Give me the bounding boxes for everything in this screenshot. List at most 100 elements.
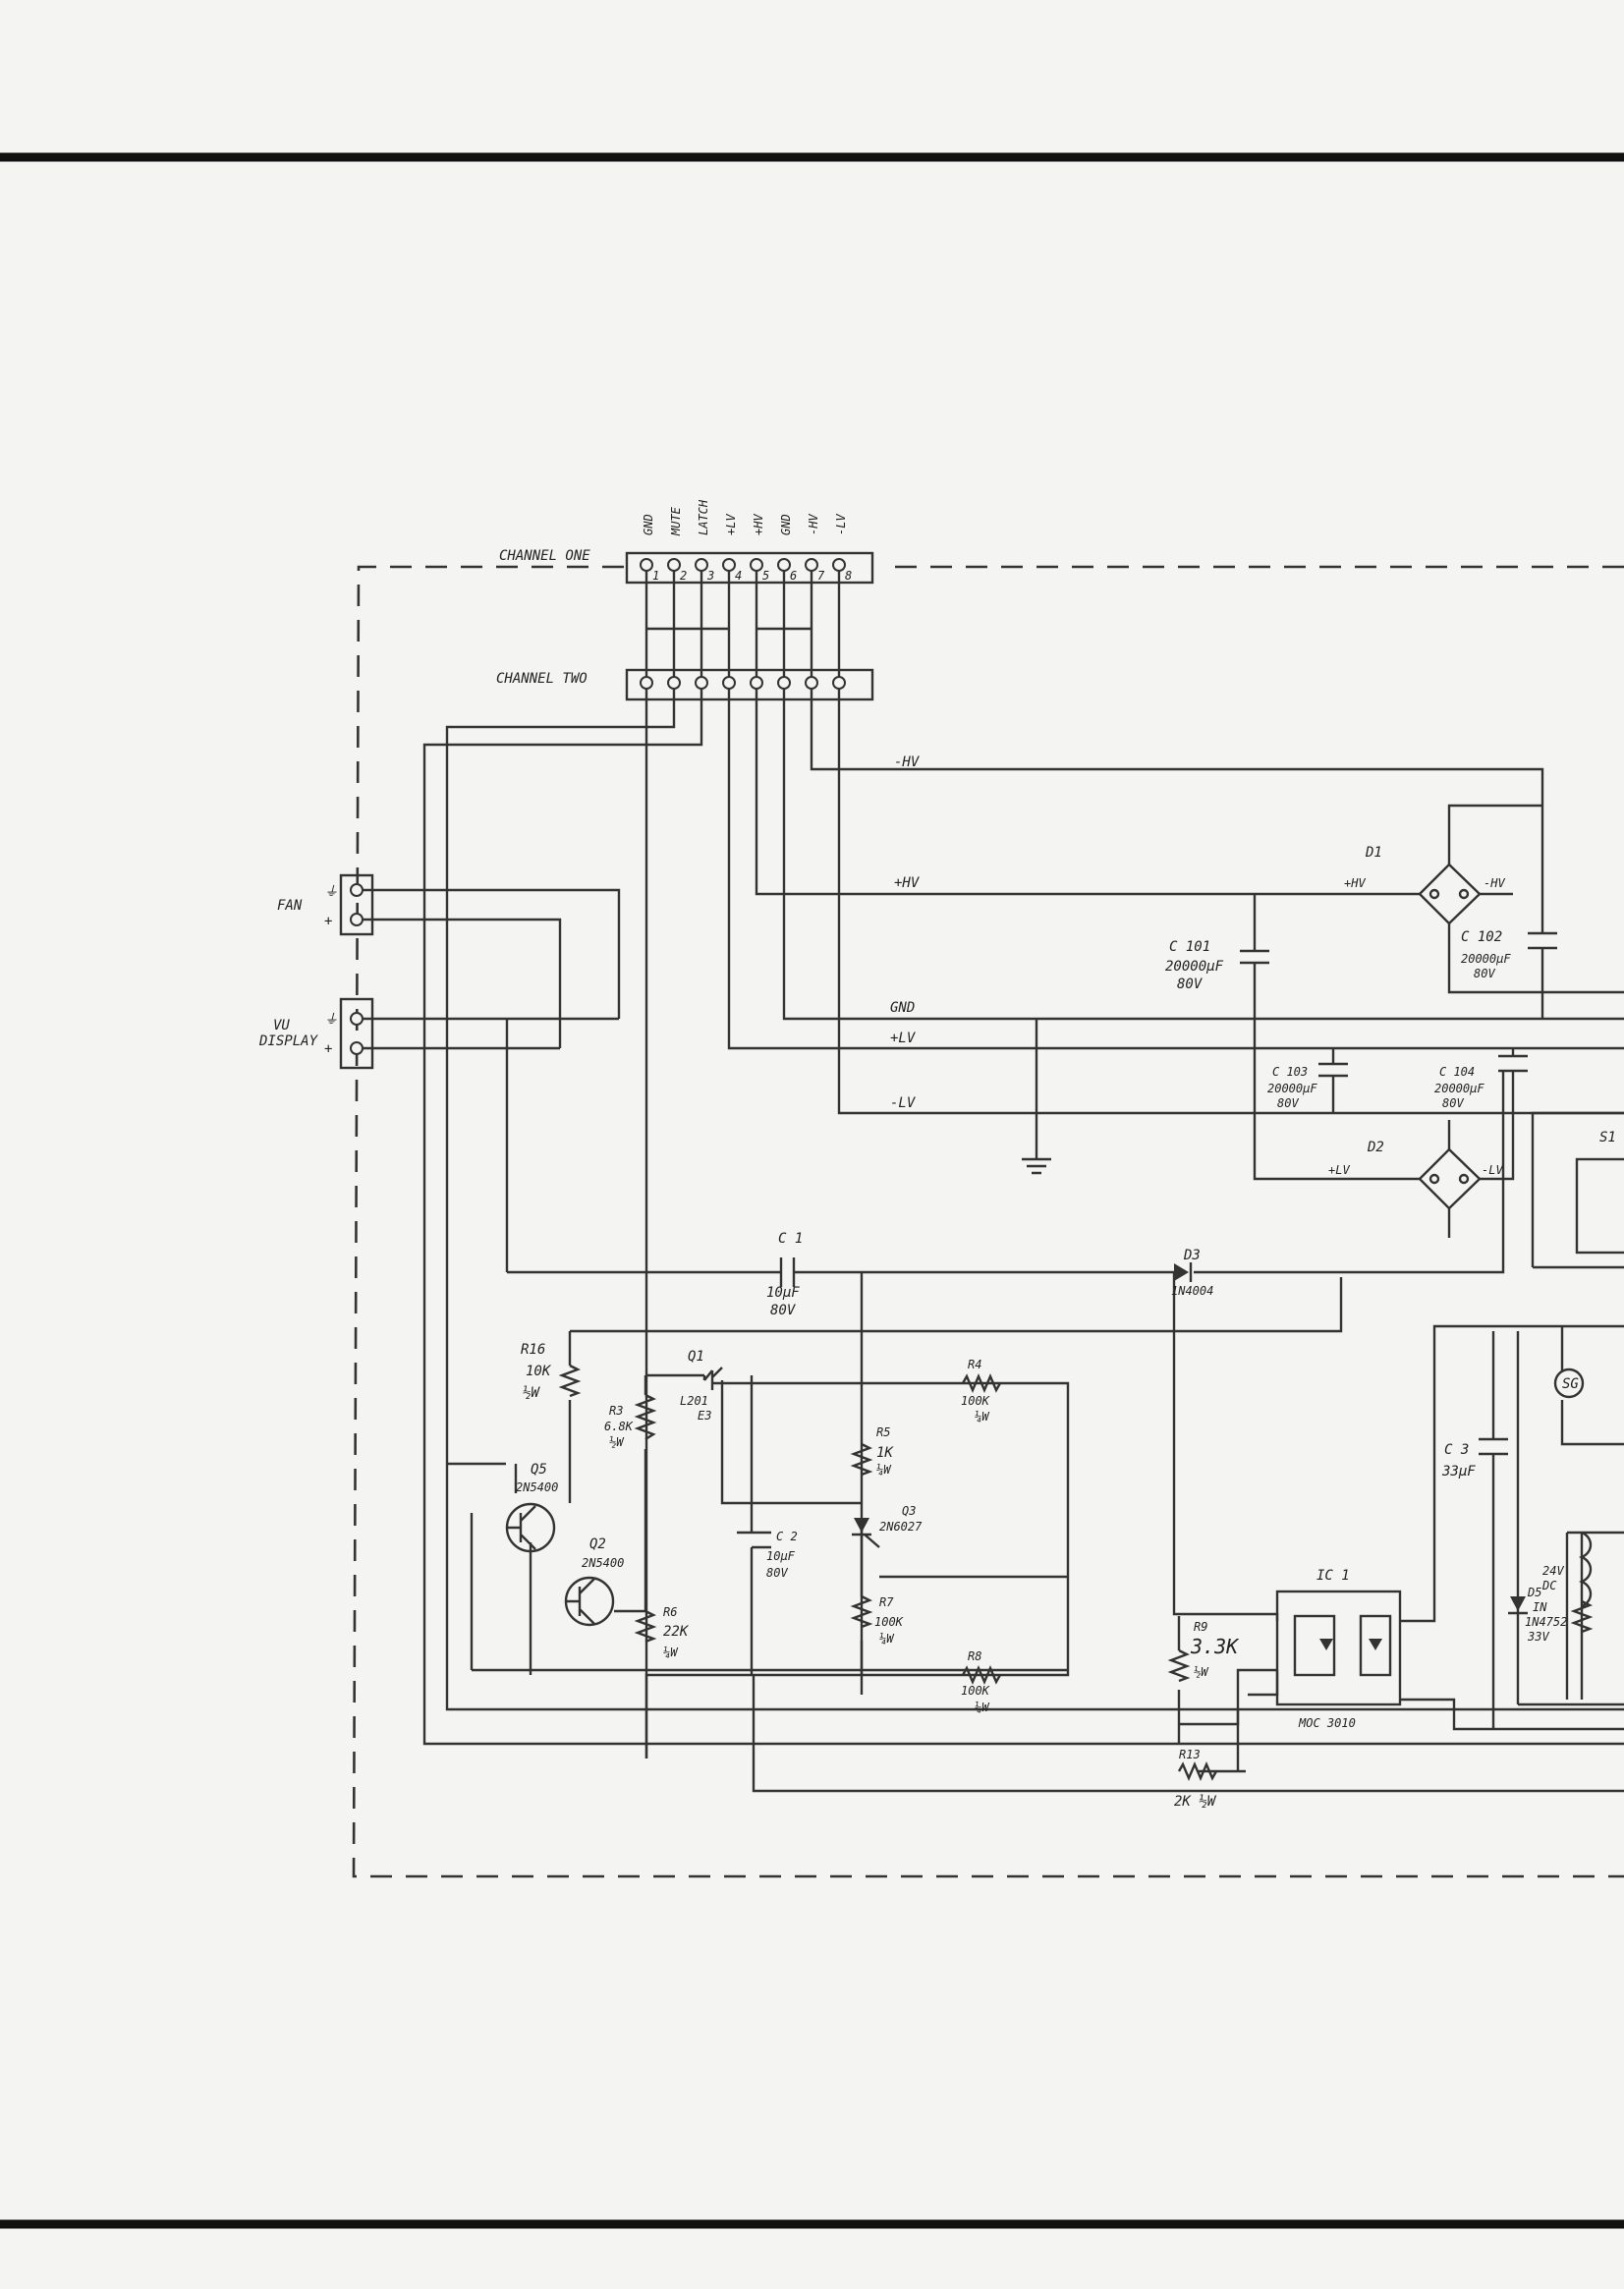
capacitor-glyphs: [737, 931, 1557, 1549]
c2-plates: [737, 1531, 771, 1549]
d1-plus-label: +HV: [1344, 876, 1366, 890]
r8-value: 100K: [961, 1684, 990, 1698]
transistor-q2: [564, 1576, 615, 1627]
signal-label-2: MUTE: [669, 506, 683, 536]
wiring: [363, 689, 1624, 1793]
c104-value: 20000µF: [1434, 1082, 1484, 1095]
pin-number-1: 1: [652, 569, 659, 583]
r3-ref: R3: [609, 1404, 623, 1418]
put-q3: [852, 1518, 880, 1548]
r3-value: 6.8K: [604, 1420, 634, 1433]
ic1-part: MOC 3010: [1298, 1716, 1356, 1730]
q5-part: 2N5400: [516, 1480, 558, 1494]
r9-ref: R9: [1194, 1620, 1207, 1634]
r4-ref: R4: [968, 1358, 981, 1371]
c103-value: 20000µF: [1267, 1082, 1317, 1095]
r9-labels: R9 3.3K ½W: [1190, 1620, 1240, 1679]
q2-ref: Q2: [589, 1536, 606, 1552]
relay-coil: [1578, 1531, 1593, 1608]
c102-labels: C 102 20000µF 80V: [1461, 929, 1511, 980]
r5-labels: R5 1K ¼W: [876, 1425, 894, 1477]
rail-plus-hv-label: +HV: [894, 875, 921, 891]
pin-number-7: 7: [817, 569, 825, 583]
r3-power: ½W: [609, 1435, 625, 1449]
c103-plates: [1318, 1062, 1348, 1078]
r16-ref: R16: [521, 1342, 545, 1358]
q1-part: L201: [680, 1394, 708, 1408]
connector-signal-labels: GND MUTE LATCH +LV +HV GND -HV -LV: [642, 499, 848, 536]
rail-plus-lv-label: +LV: [890, 1031, 917, 1046]
r7-power: ¼W: [879, 1632, 895, 1646]
r16-power: ½W: [523, 1385, 540, 1401]
c1-value: 10µF: [766, 1285, 800, 1301]
c2-labels: C 2 10µF 80V: [766, 1530, 798, 1580]
enclosure-boundary: [352, 565, 1624, 1878]
r9-zigzag: [1167, 1648, 1191, 1683]
r13-value: 2K ½W: [1174, 1794, 1217, 1810]
r12-zigzag: [1570, 1599, 1594, 1634]
vu-display-label: DISPLAY: [258, 1033, 319, 1049]
c102-voltage: 80V: [1474, 967, 1495, 980]
connector-channel-one: [625, 551, 874, 585]
q2-part: 2N5400: [582, 1556, 624, 1570]
transistor-q1: [703, 1367, 727, 1390]
s1-label: S1: [1599, 1130, 1616, 1145]
d3-part: 1N4004: [1171, 1284, 1213, 1298]
r7-labels: R7 100K ¼W: [874, 1595, 904, 1646]
q3-part: 2N6027: [879, 1520, 923, 1534]
connector-pin-numbers: 1 2 3 4 5 6 7 8: [652, 569, 852, 583]
pin-number-2: 2: [680, 569, 687, 583]
r16-zigzag: [558, 1364, 582, 1398]
r3-labels: R3 6.8K ½W: [604, 1404, 634, 1449]
r3-zigzag: [634, 1393, 657, 1441]
r6-value: 22K: [663, 1624, 690, 1640]
pin-number-8: 8: [845, 569, 852, 583]
fan-gnd-symbol: ⏚: [324, 884, 338, 900]
r8-ref: R8: [968, 1649, 981, 1663]
c102-ref: C 102: [1461, 929, 1502, 945]
c103-labels: C 103 20000µF 80V: [1267, 1065, 1317, 1110]
r8-zigzag: [961, 1664, 1002, 1686]
d2-label: D2: [1367, 1140, 1384, 1155]
signal-label-5: +HV: [752, 514, 765, 535]
c2-voltage: 80V: [766, 1566, 788, 1580]
r5-ref: R5: [876, 1425, 890, 1439]
c104-labels: C 104 20000µF 80V: [1434, 1065, 1484, 1110]
c1-voltage: 80V: [770, 1303, 797, 1318]
q2-labels: Q2 2N5400: [582, 1536, 624, 1570]
rail-minus-hv-label: -HV: [894, 754, 921, 770]
r6-labels: R6 22K ¼W: [663, 1605, 690, 1659]
coil-voltage: 24V: [1542, 1564, 1564, 1578]
signal-label-8: -LV: [834, 514, 848, 535]
r5-zigzag: [850, 1442, 873, 1477]
c104-plates: [1498, 1054, 1528, 1073]
diode-d5: [1508, 1596, 1528, 1615]
coil-type: DC: [1541, 1579, 1557, 1592]
r7-zigzag: [850, 1594, 873, 1629]
q1-ref: Q1: [688, 1349, 704, 1365]
c101-labels: C 101 20000µF 80V: [1165, 939, 1224, 992]
c103-ref: C 103: [1272, 1065, 1308, 1079]
relay-s1-stub: [1575, 1157, 1624, 1255]
signal-label-6: GND: [779, 514, 793, 535]
channel-jumpers: [644, 571, 841, 677]
r13-zigzag: [1177, 1760, 1218, 1782]
c101-plates: [1240, 949, 1269, 965]
d1-label: D1: [1365, 845, 1382, 861]
r4-value: 100K: [961, 1394, 990, 1408]
pin-number-3: 3: [706, 569, 714, 583]
surge-gap-sg: [1553, 1368, 1585, 1399]
d5-ref: D5: [1527, 1586, 1541, 1599]
pin-number-5: 5: [762, 569, 769, 583]
signal-label-4: +LV: [724, 514, 738, 535]
c1-plates: [779, 1257, 796, 1287]
r4-power: ¼W: [975, 1410, 990, 1424]
c102-value: 20000µF: [1461, 952, 1511, 966]
r7-value: 100K: [874, 1615, 904, 1629]
connector-channel-two: [625, 668, 874, 701]
resistor-glyphs: [558, 1364, 1594, 1782]
c3-plates: [1479, 1437, 1508, 1456]
q1-labels: Q1 L201 E3: [680, 1349, 711, 1423]
c101-ref: C 101: [1169, 939, 1210, 955]
